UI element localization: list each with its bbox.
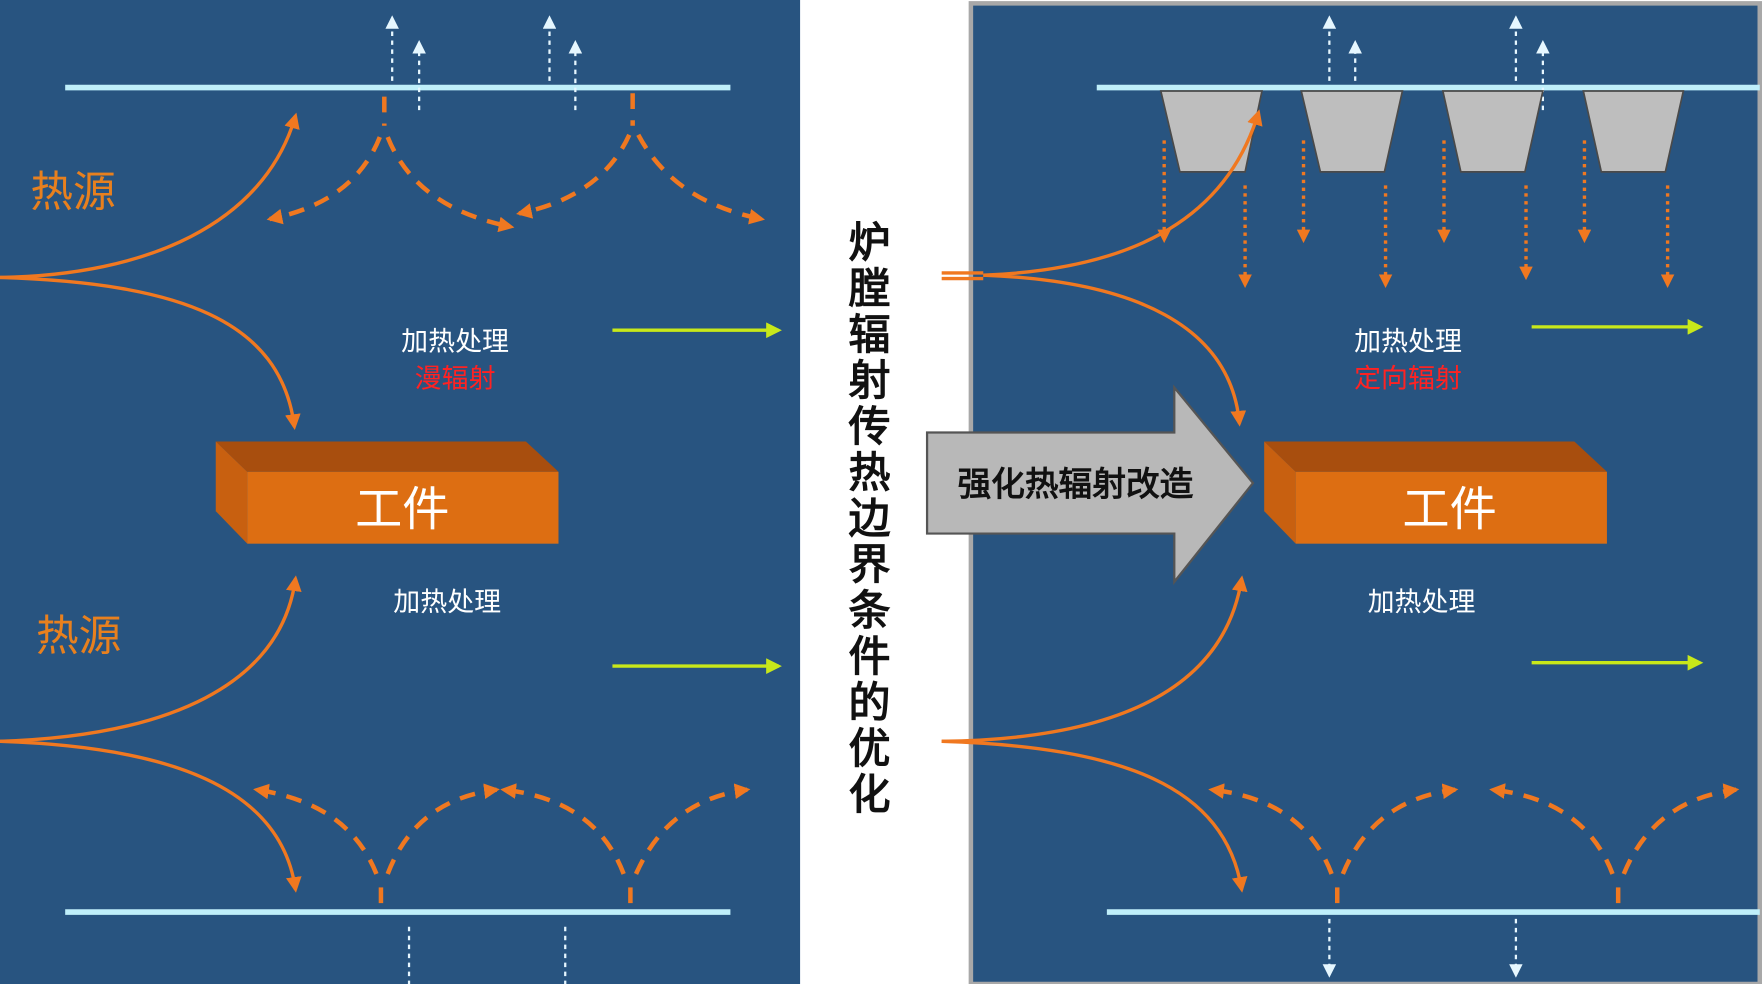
transform-arrow-shape [925,384,1255,586]
right-workpiece-label: 工件 [1402,483,1496,538]
right-workpiece-box: 工件 [1264,441,1607,544]
left-workpiece-side-face [215,441,248,544]
left-workpiece-label: 工件 [355,483,449,538]
reflector-3 [1441,90,1544,173]
left-heat-source-bottom-label: 热源 [36,611,121,661]
right-heating-bottom-label: 加热处理 [1368,587,1476,618]
transform-arrow-label: 强化热辐射改造 [957,464,1193,503]
right-workpiece-top-face [1264,441,1607,472]
left-bottom-heat-curve-up [0,575,302,744]
vertical-title: 炉膛辐射传热边界条件的优化 [842,220,891,818]
reflector-1 [1159,90,1263,173]
right-top-heat-curve-up [983,109,1263,277]
right-radiation-type-label: 定向辐射 [1354,364,1462,395]
left-top-dash-arc-1b [385,136,515,233]
left-heat-source-top-label: 热源 [30,168,115,218]
right-heating-top-label: 加热处理 [1354,326,1462,357]
left-heating-bottom-label: 加热处理 [393,587,501,618]
left-workpiece-front-face [247,471,559,544]
left-workpiece-box: 工件 [215,441,559,544]
left-top-dash-arc-1a [266,136,382,225]
transform-arrow: 强化热辐射改造 [925,384,1255,586]
left-radiation-type-label: 漫辐射 [415,364,496,395]
left-heating-top-label: 加热处理 [401,326,509,357]
right-top-heat-curve-down [983,273,1247,427]
left-top-heat-curve-up [0,112,300,280]
left-top-dash-arc-2b [636,133,765,225]
left-workpiece-top-face [215,441,559,472]
right-top-heat-inlet [941,271,984,281]
right-bottom-heat-curve-up [941,575,1248,744]
right-bottom-heat-curve-down [941,739,1248,893]
left-bottom-heat-curve-down [0,739,302,893]
reflector-2 [1300,90,1404,173]
right-workpiece-front-face [1295,471,1607,544]
left-top-dash-arc-2a [516,133,632,219]
right-workpiece-side-face [1264,441,1296,544]
left-top-heat-curve-down [0,275,301,430]
reflector-4 [1582,90,1685,173]
